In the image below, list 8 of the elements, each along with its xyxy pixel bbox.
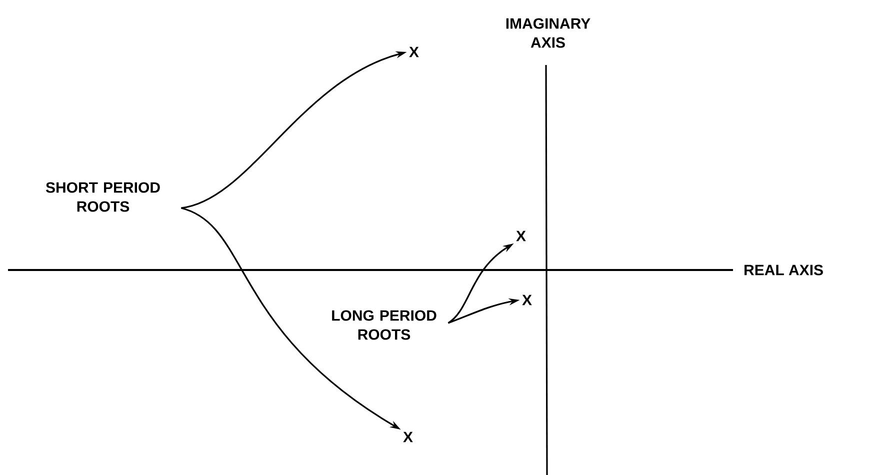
axis-label: IMAGINARY AXIS <box>506 18 590 48</box>
root-group-label: SHORT PERIOD ROOTS <box>46 182 160 212</box>
root-marker: X <box>403 432 413 442</box>
axis-label: REAL AXIS <box>744 264 823 276</box>
root-marker: X <box>522 294 532 306</box>
root-marker: X <box>516 230 526 242</box>
root-marker: X <box>409 46 419 58</box>
root-group-label: LONG PERIOD ROOTS <box>332 310 436 340</box>
